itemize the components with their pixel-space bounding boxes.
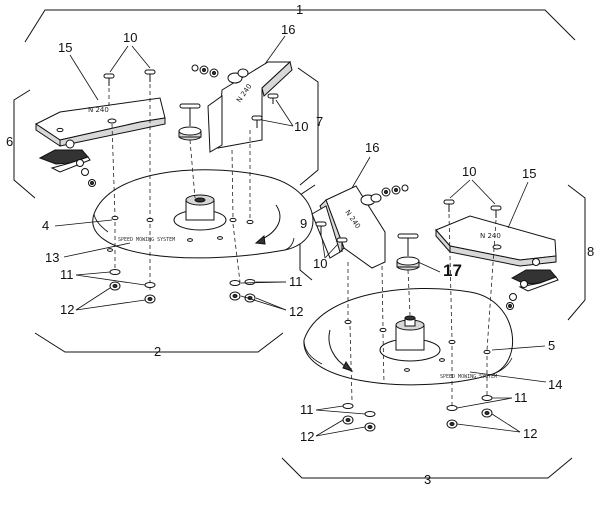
callout-12-right-left: 12 [300,429,314,444]
right-knife-holder [506,258,559,310]
right-cutting-disc: SPEED MOWING SYSTEM [303,288,513,386]
callout-1: 1 [296,2,303,17]
left-arm-bracket: N 240 [191,61,293,153]
callout-10-right-arm: 10 [313,256,327,271]
callout-3: 3 [424,472,431,487]
callout-15-right: 15 [522,166,536,181]
callout-labels: 1 10 15 16 6 7 10 4 13 11 12 11 12 2 16 … [6,2,594,487]
right-top-bolts [443,199,502,218]
callout-11-left: 11 [60,267,74,282]
right-bottom-hardware [342,395,493,432]
callout-7: 7 [316,114,323,129]
group-bracket-3 [281,457,573,479]
callout-12-left: 12 [60,302,74,317]
leader-lines [54,35,547,437]
left-blade-label: N 240 [88,106,109,114]
callout-17: 17 [443,261,462,280]
right-blade: N 240 [435,215,557,267]
callout-13: 13 [45,250,59,265]
left-bottom-hardware [109,269,256,304]
callout-4: 4 [42,218,49,233]
callout-10-top-left: 10 [123,30,137,45]
left-cutting-disc: SPEED MOWING SYSTEM [92,169,314,259]
right-blade-label: N 240 [480,232,501,240]
callout-16-left: 16 [281,22,295,37]
group-bracket-1 [24,9,576,43]
callout-12-right: 12 [523,426,537,441]
group-bracket-6 [13,89,36,199]
callout-6: 6 [6,134,13,149]
right-arm-bracket: N 240 [311,184,409,269]
callout-14: 14 [548,377,562,392]
group-bracket-8 [567,184,586,321]
callout-11-center: 11 [289,274,303,289]
left-hub-bolt [178,103,202,141]
callout-5: 5 [548,338,555,353]
left-top-bolts [103,69,156,86]
callout-15-left: 15 [58,40,72,55]
callout-16-right: 16 [365,140,379,155]
callout-11-right: 11 [514,390,528,405]
right-arm-bolts [315,221,348,252]
callout-12-center: 12 [289,304,303,319]
callout-2: 2 [154,344,161,359]
right-hub-bolt [396,233,420,271]
group-bracket-2 [34,332,284,353]
right-guide-lines [347,213,497,405]
callout-10-left-arm: 10 [294,119,308,134]
callout-9: 9 [300,216,307,231]
left-arm-bolts [251,93,279,128]
right-disc-stamp: SPEED MOWING SYSTEM [440,374,497,380]
left-knife-holder [38,139,96,187]
callout-8: 8 [587,244,594,259]
left-blade: N 240 [35,97,166,147]
group-bracket-7 [297,67,319,186]
left-disc-stamp: SPEED MOWING SYSTEM [118,237,175,243]
callout-10-top-right: 10 [462,164,476,179]
callout-11-right-left: 11 [300,402,314,417]
